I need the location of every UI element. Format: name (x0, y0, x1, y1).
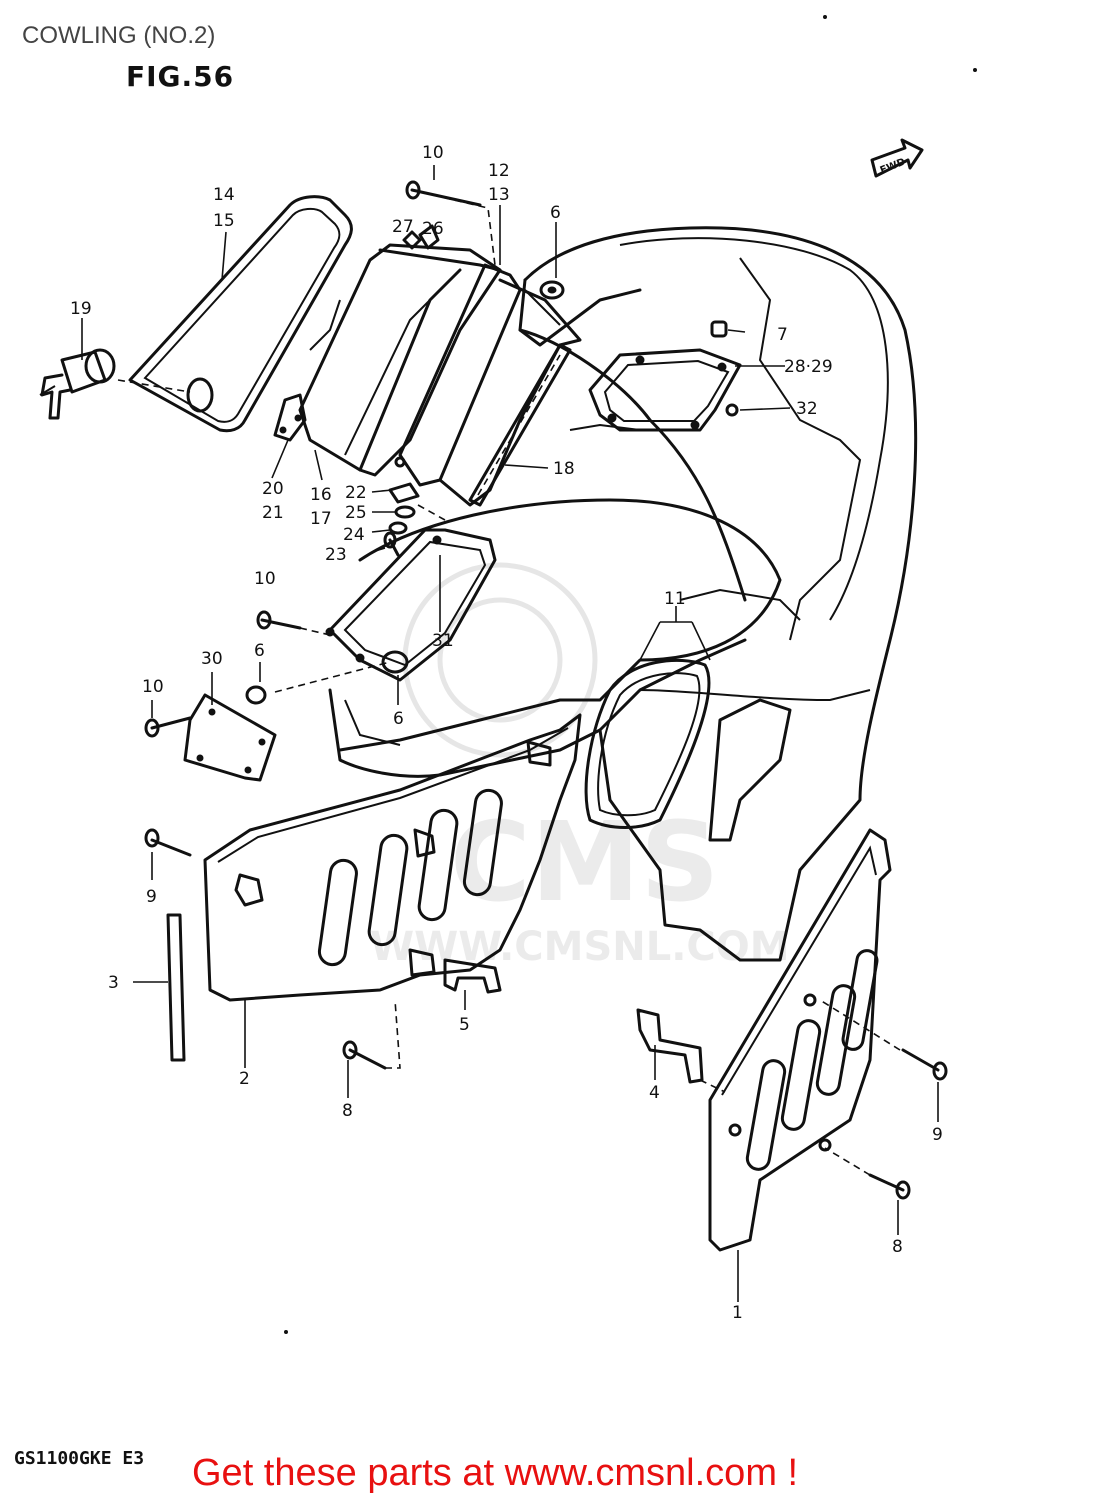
key-lock-icon (39, 348, 116, 420)
callout-10-top: 10 (422, 143, 444, 163)
promo-link[interactable]: Get these parts at www.cmsnl.com ! (192, 1452, 799, 1494)
callout-3: 3 (108, 973, 119, 993)
model-code: GS1100GKE E3 (14, 1448, 145, 1469)
mounting-plate (588, 320, 742, 432)
callout-20: 20 (262, 479, 284, 499)
callout-12: 12 (488, 161, 510, 181)
callout-8-left: 8 (342, 1101, 353, 1121)
callout-24: 24 (343, 525, 365, 545)
callout-8-right: 8 (892, 1237, 903, 1257)
callout-labels: 10 12 13 14 15 27 26 6 7 28·29 32 19 18 … (70, 143, 943, 1323)
exploded-parts-diagram: CMS WWW.CMSNL.COM FWD (39, 15, 977, 1334)
side-cover-panel (128, 195, 353, 433)
figure-label: FIG.56 (126, 60, 235, 93)
callout-21: 21 (262, 503, 284, 523)
callout-2: 2 (239, 1069, 250, 1089)
bracket-5 (443, 958, 502, 994)
callout-16: 16 (310, 485, 332, 505)
right-side-cowl-panel (708, 828, 892, 1252)
cms-watermark: CMS WWW.CMSNL.COM (370, 562, 790, 970)
callout-25: 25 (345, 503, 367, 523)
callout-19: 19 (70, 299, 92, 319)
grommet-top (539, 280, 565, 300)
callout-6-top: 6 (550, 203, 561, 223)
callout-15: 15 (213, 211, 235, 231)
callout-10-left: 10 (142, 677, 164, 697)
callout-28-29: 28·29 (784, 357, 833, 377)
callout-10-mid: 10 (254, 569, 276, 589)
callout-18: 18 (553, 459, 575, 479)
forward-direction-label: FWD (879, 157, 907, 177)
tool-tray (273, 243, 502, 477)
callout-4: 4 (649, 1083, 660, 1103)
callout-1: 1 (732, 1303, 743, 1323)
callout-6-lower: 6 (393, 709, 404, 729)
callout-17: 17 (310, 509, 332, 529)
callout-23: 23 (325, 545, 347, 565)
support-rod (166, 913, 186, 1062)
callout-26: 26 (422, 219, 444, 239)
callout-31: 31 (432, 631, 454, 651)
callout-5: 5 (459, 1015, 470, 1035)
callout-32: 32 (796, 399, 818, 419)
callout-27: 27 (392, 217, 414, 237)
watermark-brand: CMS (450, 798, 719, 926)
callout-11: 11 (664, 589, 686, 609)
rubber-strip (468, 343, 572, 507)
forward-direction-arrow-icon: FWD (870, 138, 924, 178)
callout-9-left: 9 (146, 887, 157, 907)
assembly-lines (117, 191, 901, 1176)
callout-22: 22 (345, 483, 367, 503)
callout-9-right: 9 (932, 1125, 943, 1145)
watermark-url: WWW.CMSNL.COM (370, 924, 790, 970)
seat-pad-gasket (584, 658, 792, 842)
cover-plate (183, 685, 277, 782)
bracket-4 (636, 1008, 704, 1084)
bolts (144, 180, 948, 1200)
callout-6-left: 6 (254, 641, 265, 661)
leader-lines (81, 165, 939, 1302)
page-title: COWLING (NO.2) (22, 22, 216, 49)
callout-13: 13 (488, 185, 510, 205)
callout-7: 7 (777, 325, 788, 345)
callout-14: 14 (213, 185, 235, 205)
callout-30: 30 (201, 649, 223, 669)
lower-tray (325, 528, 497, 682)
left-side-cowl-panel (203, 713, 582, 1002)
